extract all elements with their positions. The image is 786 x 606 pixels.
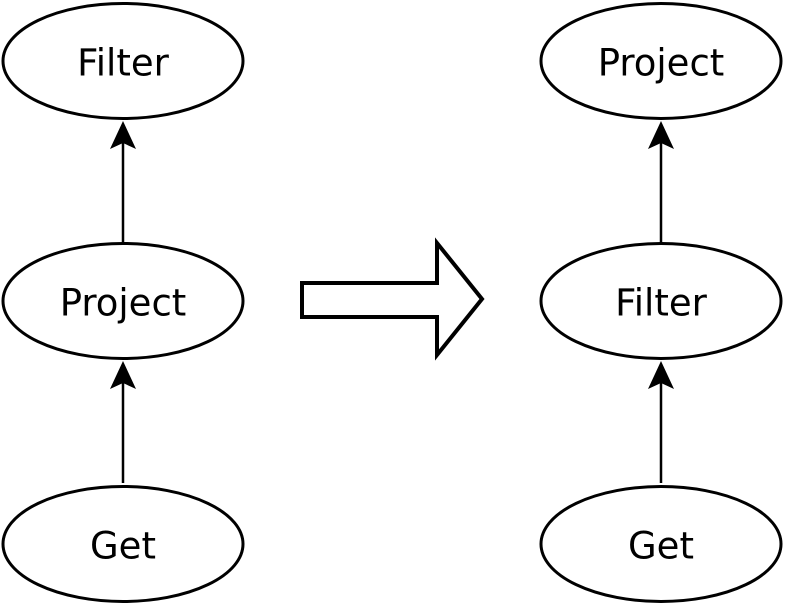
node-left-get: Get xyxy=(1,485,245,603)
left-arrow-project-to-filter xyxy=(110,121,136,243)
left-arrow-get-to-project xyxy=(110,361,136,483)
arrowhead-up-icon xyxy=(110,361,136,389)
node-label: Get xyxy=(90,525,156,568)
node-label: Project xyxy=(598,42,725,85)
node-right-get: Get xyxy=(539,485,783,603)
node-left-filter: Filter xyxy=(1,2,245,120)
arrowhead-up-icon xyxy=(110,121,136,149)
node-ellipse xyxy=(539,242,783,360)
node-label: Filter xyxy=(77,42,169,85)
node-ellipse xyxy=(539,2,783,120)
node-label: Get xyxy=(628,525,694,568)
node-label: Project xyxy=(60,282,187,325)
node-label: Filter xyxy=(615,282,707,325)
node-left-project: Project xyxy=(1,242,245,360)
node-right-filter: Filter xyxy=(539,242,783,360)
node-right-project: Project xyxy=(539,2,783,120)
node-ellipse xyxy=(1,242,245,360)
left-pipeline: Filter Project Get xyxy=(1,2,245,603)
right-pipeline: Project Filter Get xyxy=(539,2,783,603)
right-arrow-filter-to-project xyxy=(648,121,674,243)
node-ellipse xyxy=(1,2,245,120)
transformation-right-arrow-icon xyxy=(300,237,485,361)
arrowhead-up-icon xyxy=(648,121,674,149)
node-ellipse xyxy=(1,485,245,603)
node-ellipse xyxy=(539,485,783,603)
right-arrow-get-to-filter xyxy=(648,361,674,483)
arrowhead-up-icon xyxy=(648,361,674,389)
